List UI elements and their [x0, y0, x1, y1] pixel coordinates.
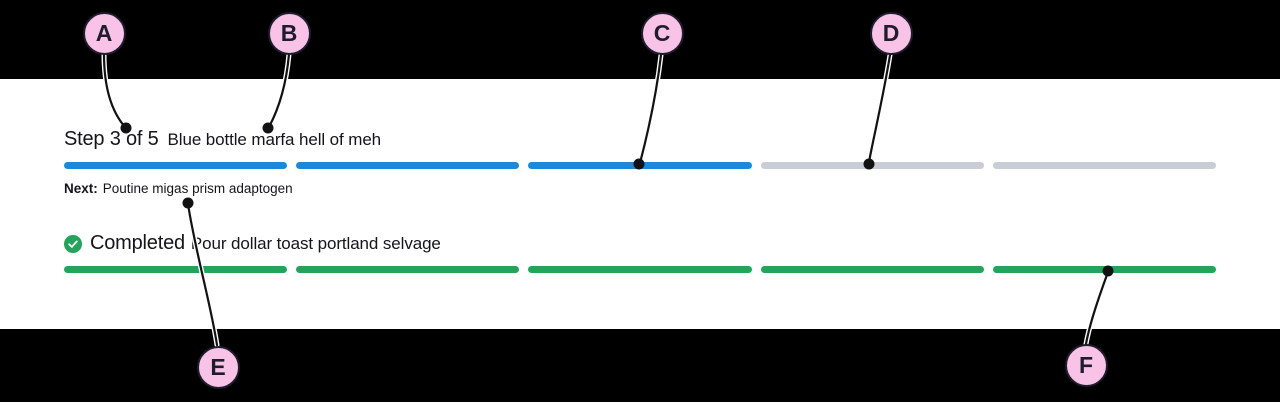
marker-c: C [640, 11, 684, 55]
step-heading: Step 3 of 5 Blue bottle marfa hell of me… [64, 128, 381, 151]
progress-segment-complete [528, 162, 752, 169]
top-black-band [0, 0, 1280, 79]
marker-e: E [196, 345, 240, 389]
check-circle-icon [64, 234, 82, 253]
completed-progress-segment [760, 266, 984, 273]
progress-segment-complete [64, 162, 288, 169]
next-step-text: Poutine migas prism adaptogen [102, 181, 293, 196]
marker-f: F [1064, 343, 1108, 387]
completed-progress-segment [992, 266, 1217, 273]
connector-line [186, 202, 219, 347]
marker-a: A [82, 11, 126, 55]
marker-d: D [869, 11, 913, 55]
next-step-row: Next: Poutine migas prism adaptogen [64, 181, 293, 196]
completed-progress-segment [528, 266, 752, 273]
completed-title: Pour dollar toast portland selvage [190, 233, 441, 253]
connector-line-casing [185, 201, 220, 348]
marker-b: B [267, 11, 311, 55]
completed-progress-bar [64, 266, 1217, 273]
step-progress-bar [64, 162, 1217, 169]
completed-progress-segment [296, 266, 520, 273]
progress-segment-incomplete [760, 162, 984, 169]
connector-dot [182, 197, 194, 209]
completed-heading: Completed Pour dollar toast portland sel… [64, 232, 441, 255]
step-label: Step 3 of 5 [64, 128, 159, 150]
progress-segment-complete [296, 162, 520, 169]
next-label: Next: [64, 181, 98, 196]
progress-segment-incomplete [992, 162, 1217, 169]
completed-progress-segment [64, 266, 288, 273]
completed-label: Completed [90, 232, 185, 254]
step-title: Blue bottle marfa hell of meh [167, 130, 382, 149]
